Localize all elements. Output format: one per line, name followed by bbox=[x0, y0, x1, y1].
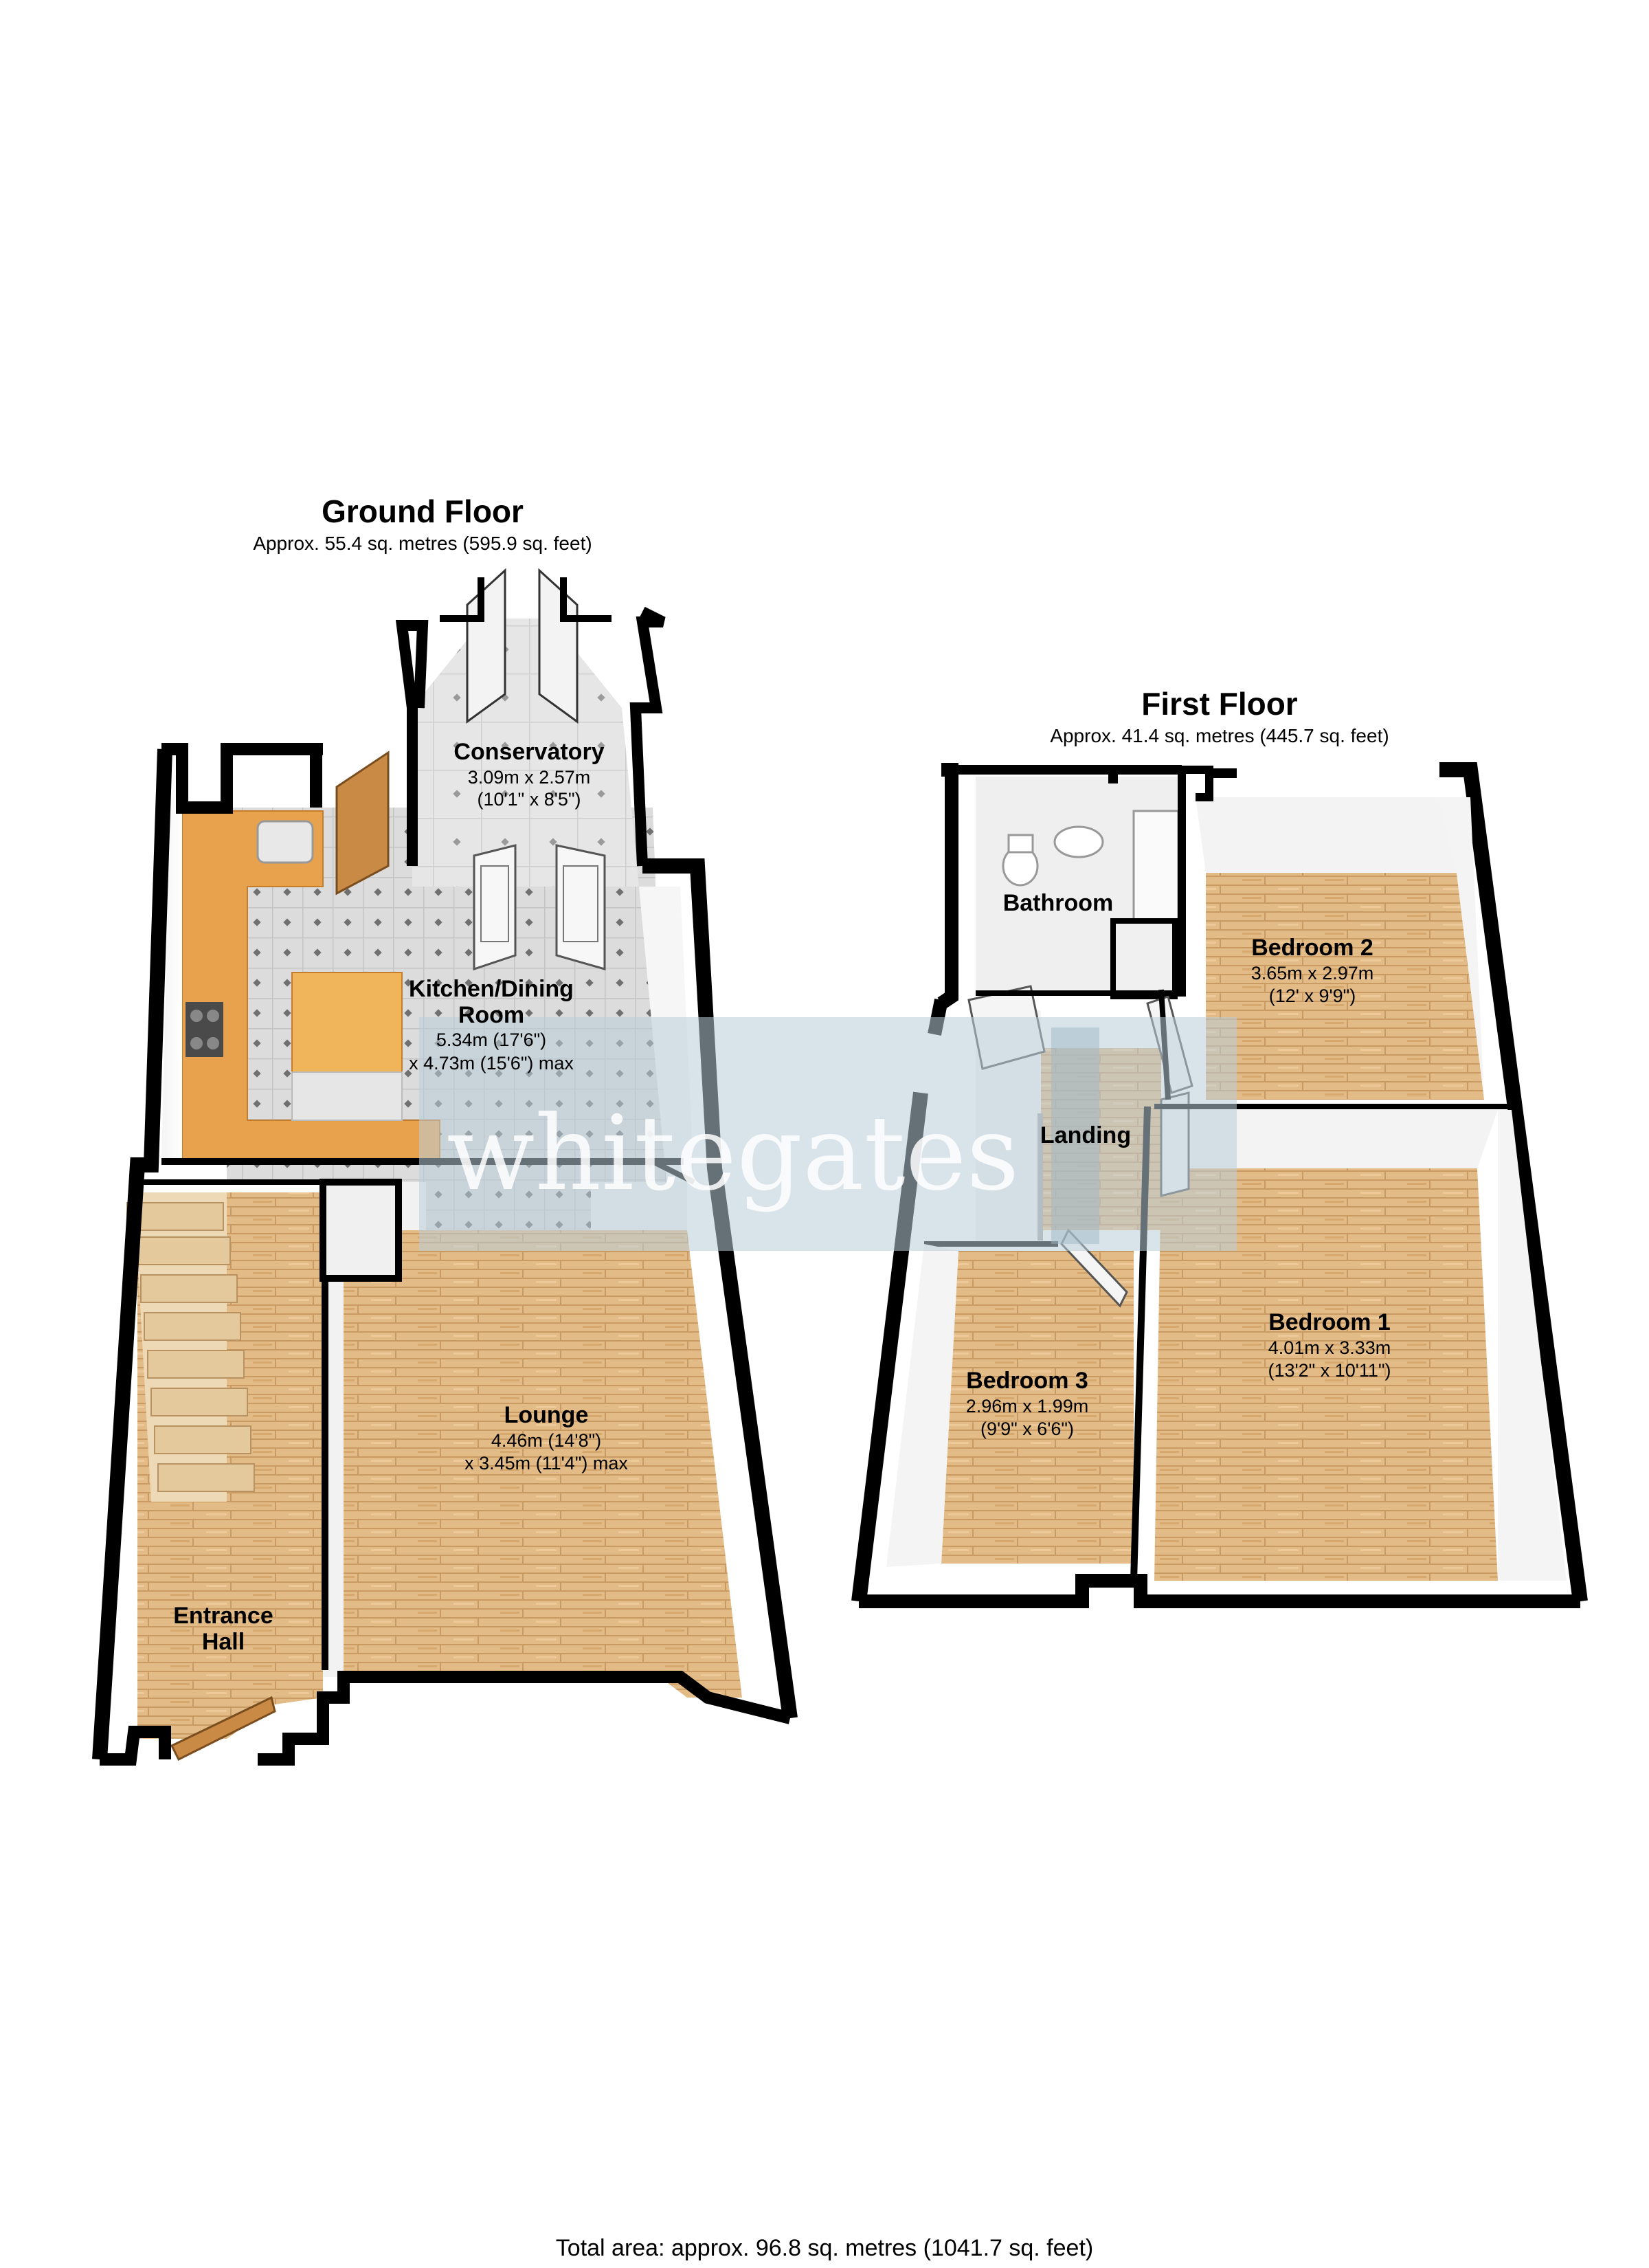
basin bbox=[1053, 825, 1104, 858]
lounge-dim-line2: x 3.45m (11'4") max bbox=[464, 1453, 628, 1474]
conservatory-dim-metric: 3.09m x 2.57m bbox=[468, 767, 591, 788]
sink bbox=[256, 820, 314, 864]
kitchen-label-line2: Room bbox=[458, 1002, 524, 1028]
kitchen-left-wall bbox=[161, 749, 182, 1161]
entrance-hall-label-line1: Entrance bbox=[173, 1603, 273, 1629]
conservatory-door-right bbox=[555, 844, 606, 970]
understairs-cupboard bbox=[319, 1179, 402, 1282]
first-floor-title: First Floor bbox=[1141, 686, 1298, 722]
front-door bbox=[170, 1696, 276, 1761]
lounge-floor bbox=[344, 1230, 742, 1698]
ground-floor-outer-wall bbox=[161, 743, 323, 814]
kitchen-island bbox=[291, 972, 403, 1073]
watermark: whitegates bbox=[419, 1017, 1237, 1251]
conservatory-dim-imperial: (10'1" x 8'5") bbox=[477, 789, 581, 810]
ground-floor-plan bbox=[92, 568, 798, 1766]
total-area: Total area: approx. 96.8 sq. metres (104… bbox=[556, 2235, 1093, 2261]
bedroom2-label: Bedroom 2 bbox=[1251, 935, 1373, 961]
bedroom1-floor bbox=[1154, 1168, 1498, 1581]
ground-floor-area: Approx. 55.4 sq. metres (595.9 sq. feet) bbox=[253, 533, 592, 554]
stairs bbox=[126, 1192, 255, 1502]
entrance-hall-label-line2: Hall bbox=[202, 1629, 245, 1655]
watermark-text: whitegates bbox=[447, 1094, 1020, 1214]
conservatory-door-left bbox=[473, 844, 517, 971]
bedroom2-dim-metric: 3.65m x 2.97m bbox=[1251, 963, 1374, 983]
bedroom3-dim-metric: 2.96m x 1.99m bbox=[966, 1396, 1089, 1416]
conservatory-label: Conservatory bbox=[453, 739, 604, 765]
garden-door-right bbox=[538, 568, 579, 724]
kitchen-dim-line1: 5.34m (17'6") bbox=[436, 1030, 546, 1050]
kitchen-label-line1: Kitchen/Dining bbox=[409, 976, 574, 1002]
hob bbox=[186, 1002, 223, 1057]
bathroom-label: Bathroom bbox=[1003, 890, 1114, 916]
garden-door-left bbox=[466, 568, 506, 724]
ground-floor-title: Ground Floor bbox=[322, 493, 524, 529]
bedroom2-dim-imperial: (12' x 9'9") bbox=[1269, 986, 1356, 1006]
bedroom1-label: Bedroom 1 bbox=[1268, 1309, 1391, 1335]
first-floor-area: Approx. 41.4 sq. metres (445.7 sq. feet) bbox=[1050, 725, 1389, 746]
landing-label: Landing bbox=[1040, 1122, 1131, 1148]
bedroom3-dim-imperial: (9'9" x 6'6") bbox=[980, 1419, 1074, 1439]
kitchen-side-door bbox=[335, 751, 390, 896]
bedroom1-dim-metric: 4.01m x 3.33m bbox=[1268, 1337, 1391, 1358]
lounge-label: Lounge bbox=[504, 1402, 589, 1428]
bedroom3-floor bbox=[941, 1251, 1134, 1564]
bedroom1-dim-imperial: (13'2" x 10'11") bbox=[1268, 1360, 1391, 1381]
bedroom2-floor bbox=[1206, 873, 1484, 1100]
bedroom3-label: Bedroom 3 bbox=[966, 1368, 1088, 1394]
bath bbox=[1132, 810, 1180, 922]
first-floor-outer-wall bbox=[937, 763, 958, 1010]
kitchen-dim-line2: x 4.73m (15'6") max bbox=[409, 1053, 574, 1074]
lounge-dim-line1: 4.46m (14'8") bbox=[491, 1430, 601, 1451]
